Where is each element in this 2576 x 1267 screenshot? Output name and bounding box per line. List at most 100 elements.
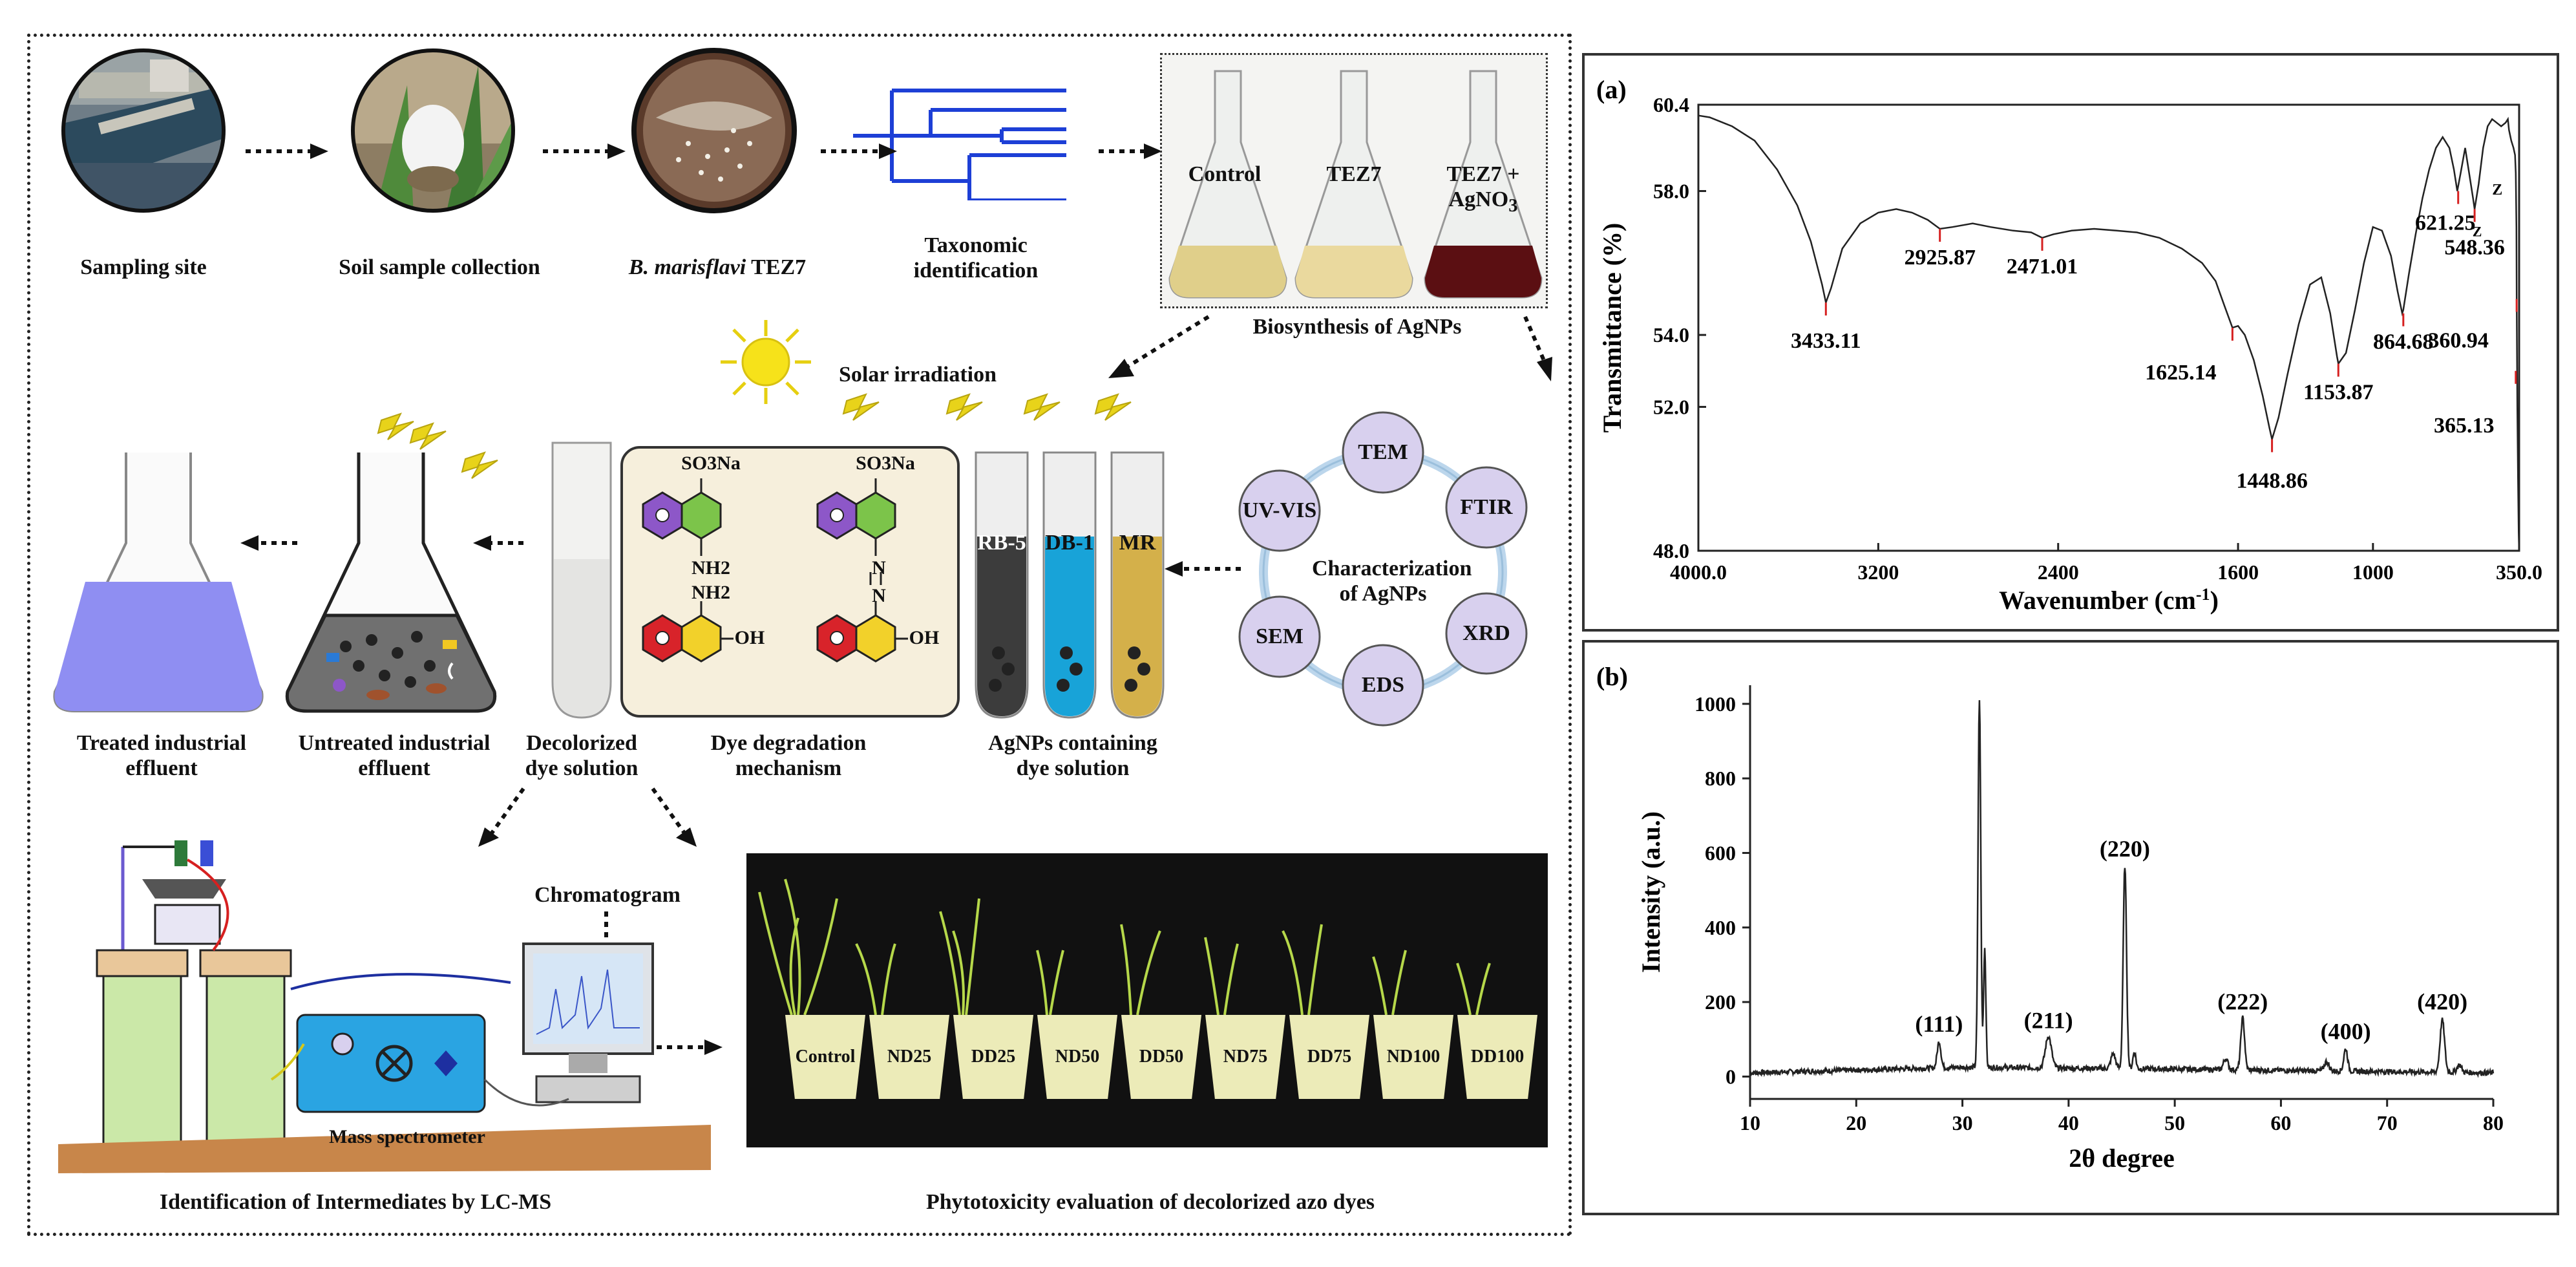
xrd-xtick-label: 60 (2270, 1111, 2291, 1134)
method-sem: SEM (1256, 624, 1304, 648)
pot-dd50: DD50 (1121, 1015, 1201, 1099)
mech-oh-right: OH (909, 627, 940, 648)
tube-rb5: RB-5 (977, 531, 1026, 555)
method-ftir: FTIR (1460, 495, 1513, 519)
ftir-ylabel: Transmittance (%) (1598, 223, 1627, 433)
flask-control-label: Control (1188, 162, 1262, 186)
solar-label: Solar irradiation (839, 363, 997, 387)
ftir-peak-label: 2925.87 (1904, 246, 1976, 270)
ftir-peak-label: 621.25 (2415, 211, 2476, 235)
xrd-xtick-label: 80 (2483, 1111, 2504, 1134)
soil-sample-label: Soil sample collection (339, 255, 540, 279)
ftir-peak-label: 864.68 (2373, 330, 2434, 354)
ftir-xtick-label: 4000.0 (1670, 560, 1727, 584)
characterization-diagram (1238, 411, 1528, 727)
mechanism-box (620, 446, 960, 718)
ftir-peak-label: 3433.11 (1791, 329, 1861, 353)
ftir-peak-label: 1448.86 (2236, 469, 2308, 493)
mech-so3na-left: SO3Na (681, 452, 741, 474)
pot-nd100: ND100 (1373, 1015, 1453, 1099)
ftir-ytick-label: 54.0 (1653, 323, 1689, 346)
ftir-peak-label: 2471.01 (2007, 255, 2078, 279)
mechanism-structures (642, 478, 908, 663)
pot-control: Control (785, 1015, 865, 1099)
sampling-site-label: Sampling site (80, 255, 207, 279)
xrd-xtick-label: 50 (2164, 1111, 2185, 1134)
node-uvvis (1238, 469, 1321, 552)
phyto-label: Phytotoxicity evaluation of decolorized … (925, 1190, 1375, 1214)
mech-n-bottom: N (872, 585, 886, 606)
pots-row: Control ND25 DD25 ND50 DD50 ND75 DD75 ND… (746, 996, 1548, 1125)
xrd-ytick-label: 200 (1705, 990, 1736, 1014)
ftir-ytick-label: 48.0 (1653, 539, 1689, 562)
xrd-peak-label: (211) (2024, 1007, 2073, 1033)
mech-n-top: N (872, 557, 886, 579)
decolorized-tube-image (551, 442, 612, 719)
xrd-peak-label: (400) (2321, 1019, 2371, 1045)
ftir-xlabel: Wavenumber (cm-1) (1999, 585, 2219, 615)
strain-label: B. marisflavi TEZ7 (628, 255, 807, 279)
xrd-xlabel: 2θ degree (2069, 1144, 2174, 1173)
node-sem (1238, 595, 1321, 678)
xrd-peak-label: (420) (2417, 989, 2467, 1015)
method-eds: EDS (1361, 673, 1405, 697)
arrows-top-row (240, 144, 1552, 1055)
biosynthesis-label: Biosynthesis of AgNPs (1252, 315, 1462, 339)
ftir-ytick-label: 52.0 (1653, 395, 1689, 418)
ftir-chart: (a) 4000.0 3200 2400 1600 1000 350.0 48.0 52.0 54… (1596, 75, 2542, 615)
ftir-xtick-label: 2400 (2038, 560, 2079, 584)
node-tem (1342, 411, 1424, 494)
pot-nd75: ND75 (1205, 1015, 1285, 1099)
xrd-ytick-label: 400 (1705, 916, 1736, 939)
flask-tez7-label: TEZ7 (1326, 162, 1382, 186)
xrd-peak-label: (111) (1915, 1011, 1963, 1037)
xrd-peak-label: (222) (2217, 989, 2268, 1015)
node-ftir (1445, 466, 1528, 549)
soil-sample-image (351, 48, 515, 213)
mech-nh2-bottom: NH2 (692, 582, 730, 603)
panel-label-a: (a) (1596, 75, 1627, 104)
xrd-ytick-label: 600 (1705, 841, 1736, 864)
ftir-xtick-label: 1600 (2217, 560, 2259, 584)
ftir-xtick-label: 3200 (1857, 560, 1899, 584)
xrd-ytick-label: 800 (1705, 767, 1736, 790)
bolt-icons (377, 393, 1132, 479)
flask-agno3-label: TEZ7 +AgNO3 (1446, 162, 1520, 216)
xrd-xtick-label: 70 (2377, 1111, 2398, 1134)
mech-nh2-top: NH2 (692, 557, 730, 579)
sun-icon (721, 320, 811, 404)
untreated-flask-image (285, 452, 497, 713)
xrd-ytick-label: 1000 (1694, 692, 1736, 716)
xrd-pattern-line (1749, 700, 2495, 1078)
dye-tubes-image (975, 451, 1165, 719)
ftir-peak-label: 360.94 (2428, 328, 2489, 352)
ftir-peak-label: 1153.87 (2303, 381, 2374, 405)
pot-dd100: DD100 (1457, 1015, 1537, 1099)
xrd-xtick-label: 10 (1740, 1111, 1760, 1134)
ftir-peak-label: 1625.14 (2145, 361, 2217, 385)
flasks-image (1168, 70, 1543, 299)
ftir-panel (1582, 53, 2559, 632)
tube-db1: DB-1 (1045, 531, 1094, 555)
ftir-peak-label: 548.36 (2444, 235, 2505, 259)
mech-so3na-right: SO3Na (856, 452, 915, 474)
xrd-ytick-label: 0 (1726, 1065, 1736, 1088)
ftir-xtick-label: 1000 (2352, 560, 2394, 584)
xrd-xtick-label: 20 (1846, 1111, 1866, 1134)
pot-dd75: DD75 (1289, 1015, 1369, 1099)
node-eds (1342, 644, 1424, 727)
petri-dish-image (631, 48, 797, 213)
lcms-setup-image (58, 840, 711, 1173)
node-xrd (1445, 592, 1528, 675)
pot-nd50: ND50 (1037, 1015, 1117, 1099)
workflow-panel (27, 34, 1572, 1236)
xrd-ylabel: Intensity (a.u.) (1636, 811, 1665, 973)
ftir-xtick-label: 350.0 (2496, 560, 2542, 584)
